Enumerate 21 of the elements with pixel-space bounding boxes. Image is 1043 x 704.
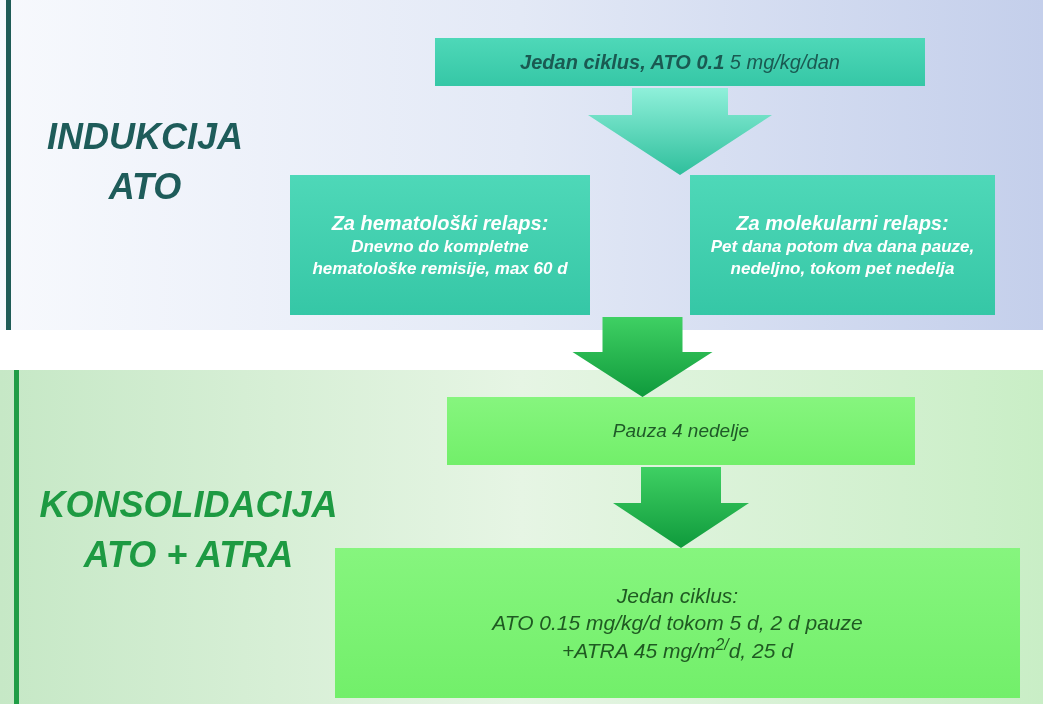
step-text: +ATRA 45 mg/m$^{2/}$d, 25 d: [562, 636, 793, 664]
step-box: [690, 175, 995, 315]
step-text: ATO 0.15 mg/kg/d tokom 5 d, 2 d pauze: [492, 610, 863, 637]
phase-band: [0, 0, 1043, 330]
step-text: Jedan ciklus:: [616, 583, 739, 610]
phase-title: KONSOLIDACIJA ATO + ATRA: [38, 483, 339, 578]
phase-band: [0, 370, 1043, 704]
step-box: [335, 548, 1020, 698]
step-box: [447, 397, 915, 465]
step-text: Pet dana potom dva dana pauze, nedeljno, tokom pet nedelja: [709, 235, 976, 280]
step-text: Za molekularni relaps:: [736, 210, 949, 236]
step-text: Jedan ciklus, ATO 0.1 5 mg/kg/dan: [520, 50, 840, 75]
block-arrow: [588, 88, 772, 175]
step-text: Dnevno do kompletne hematološke remisije, max 60 d: [311, 235, 569, 280]
block-arrow: [613, 467, 749, 548]
step-box: [435, 38, 925, 86]
step-text: Pauza 4 nedelje: [612, 418, 750, 443]
phase-title: INDUKCIJA ATO: [46, 115, 244, 210]
block-arrow: [572, 317, 713, 397]
step-box: [290, 175, 590, 315]
step-text: Za hematološki relaps:: [331, 210, 549, 236]
